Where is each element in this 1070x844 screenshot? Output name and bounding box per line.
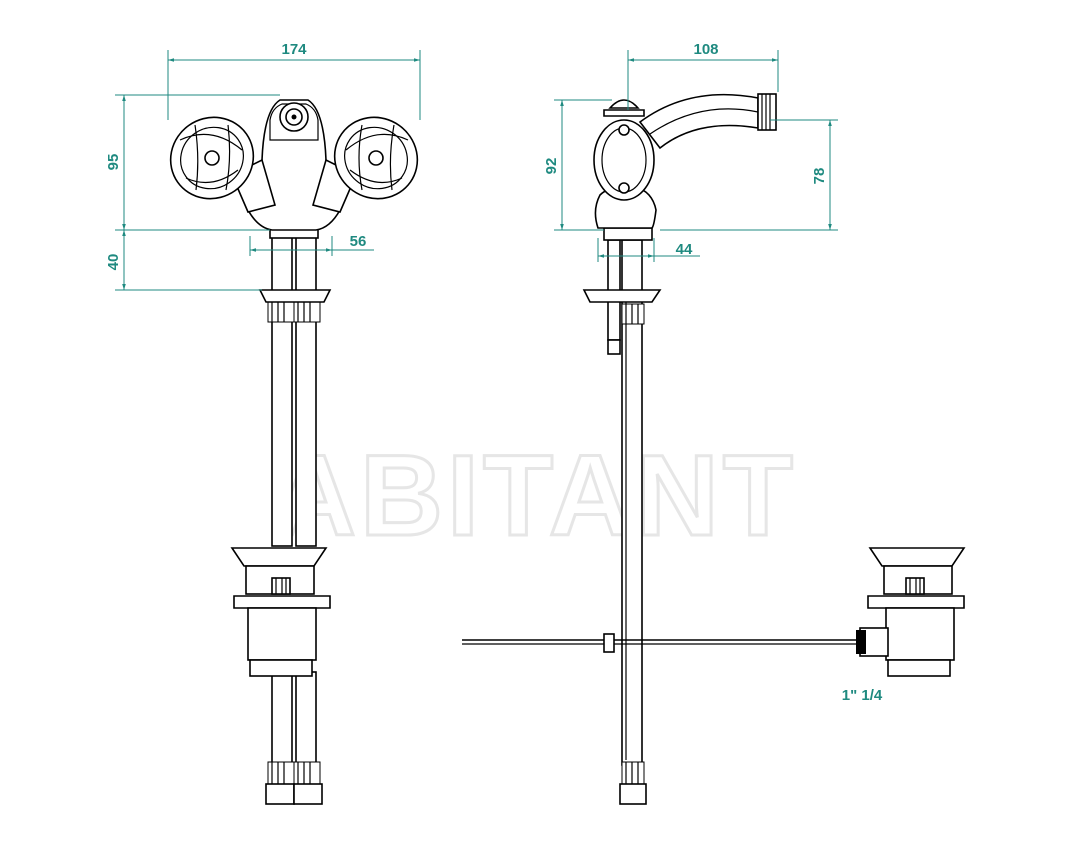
- side-waste: [856, 547, 966, 677]
- dim-label-side-spout: 78: [811, 168, 828, 185]
- dimension-lines: [115, 50, 838, 291]
- dim-label-front-width: 174: [281, 41, 307, 58]
- dim-label-side-base: 44: [676, 241, 693, 258]
- dim-label-front-below: 40: [105, 254, 122, 271]
- front-waste: [230, 547, 331, 677]
- side-spray-tip: [757, 93, 777, 131]
- front-pipe-lower-right: [295, 671, 317, 768]
- side-washer: [582, 289, 662, 303]
- front-washer: [258, 289, 332, 303]
- dim-label-side-height: 92: [543, 158, 560, 175]
- front-pipe-lower-left: [271, 671, 293, 768]
- front-pipe-right: [295, 235, 317, 547]
- side-handle: [593, 119, 655, 201]
- watermark-text: ABITANT: [273, 432, 797, 560]
- front-handle-left: [169, 116, 255, 200]
- side-view: [462, 93, 966, 805]
- dim-label-waste-thread: 1" 1/4: [842, 687, 883, 704]
- dim-label-front-base: 56: [350, 233, 367, 250]
- front-view: [169, 99, 419, 805]
- front-handle-right: [333, 116, 419, 200]
- side-spout: [638, 93, 759, 150]
- front-pipe-left: [271, 235, 293, 547]
- dim-label-front-height: 95: [105, 154, 122, 171]
- dim-label-side-width: 108: [693, 41, 718, 58]
